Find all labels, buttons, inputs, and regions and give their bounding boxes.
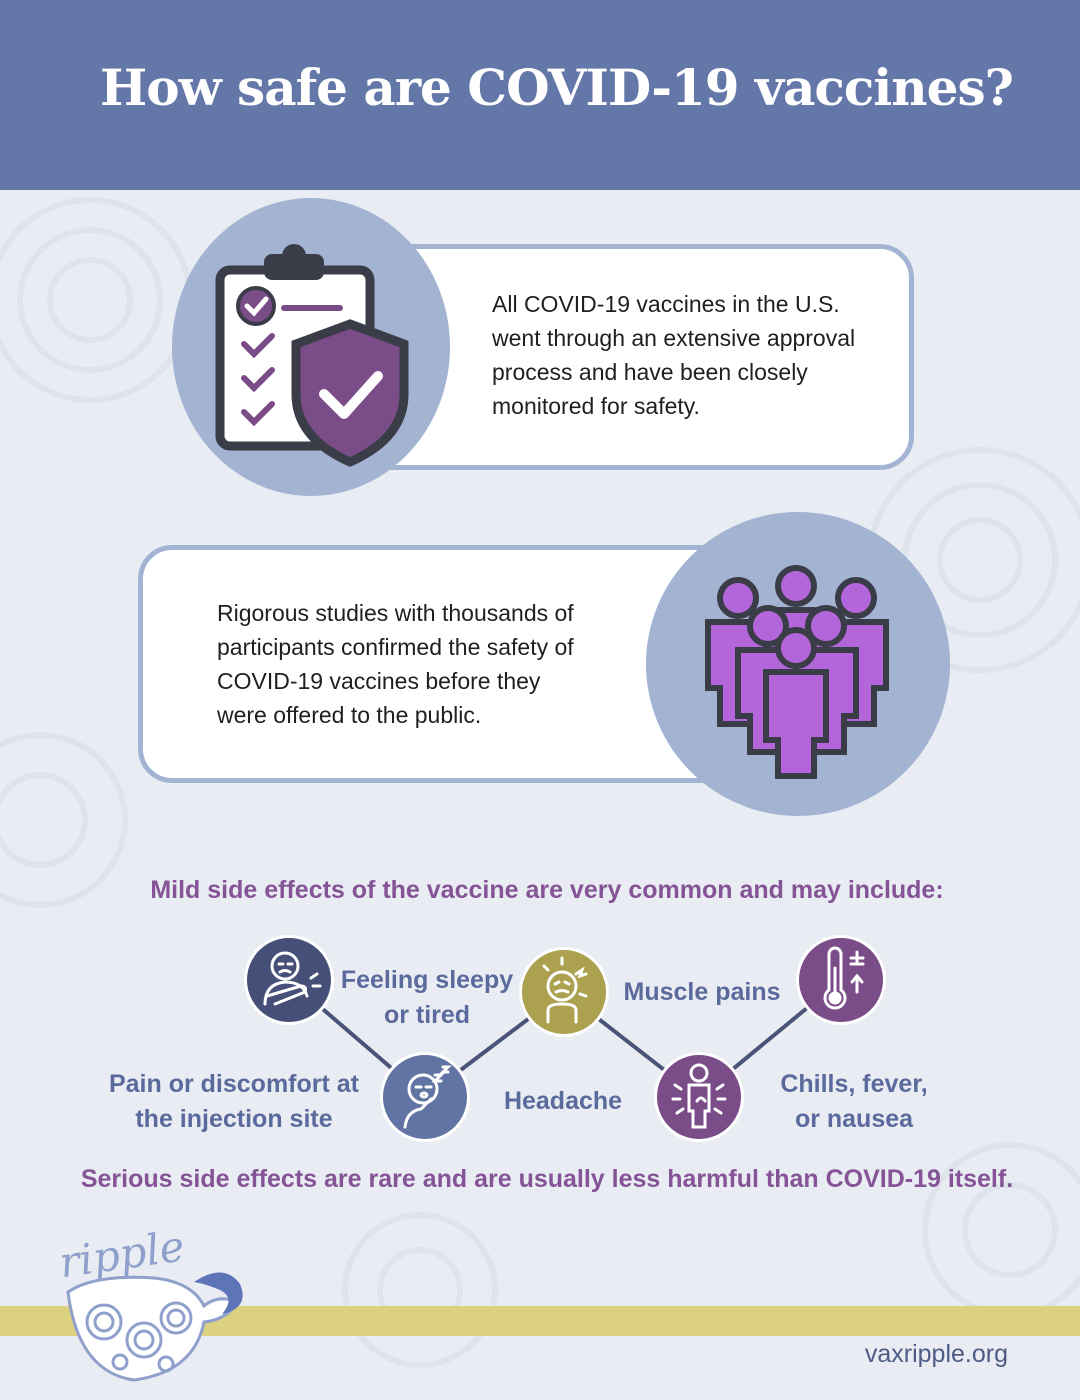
side-effect-label-headache: Headache — [503, 1087, 623, 1115]
side-effect-label-pain: Pain or discomfort at the injection site — [108, 1070, 360, 1133]
thermometer-icon — [823, 946, 865, 1010]
body-aches-icon — [671, 1063, 727, 1129]
people-group-icon — [705, 565, 889, 779]
side-effect-fever-circle — [796, 935, 886, 1025]
side-effect-sleepy-circle — [380, 1052, 470, 1142]
footer-url[interactable]: vaxripple.org — [864, 1340, 1008, 1368]
studies-text: Rigorous studies with thousands of parti… — [217, 600, 574, 728]
side-effects-heading: Mild side effects of the vaccine are ver… — [150, 876, 944, 904]
side-effect-pain-circle — [244, 935, 334, 1025]
icon-circle-studies — [646, 512, 950, 816]
ripple-logo: ripple — [56, 1222, 243, 1382]
side-effect-label-sleepy: Feeling sleepy or tired — [340, 966, 514, 1029]
serious-side-effects-note: Serious side effects are rare and are us… — [80, 1165, 1014, 1193]
header-banner: How safe are COVID-19 vaccines? — [0, 0, 1080, 190]
logo-wordmark: ripple — [56, 1222, 187, 1287]
side-effect-label-muscle: Muscle pains — [623, 978, 781, 1006]
icon-circle-approval — [172, 198, 450, 496]
side-effect-muscle-circle — [654, 1052, 744, 1142]
side-effect-label-fever: Chills, fever, or nausea — [780, 1070, 928, 1133]
yawning-person-icon — [403, 1065, 452, 1129]
headache-icon — [542, 956, 588, 1024]
approval-text: All COVID-19 vaccines in the U.S. went t… — [492, 291, 856, 419]
page-title: How safe are COVID-19 vaccines? — [100, 58, 1014, 117]
arm-pain-icon — [263, 951, 322, 1006]
side-effect-headache-circle — [519, 947, 609, 1037]
clipboard-shield-check-icon — [215, 244, 409, 467]
